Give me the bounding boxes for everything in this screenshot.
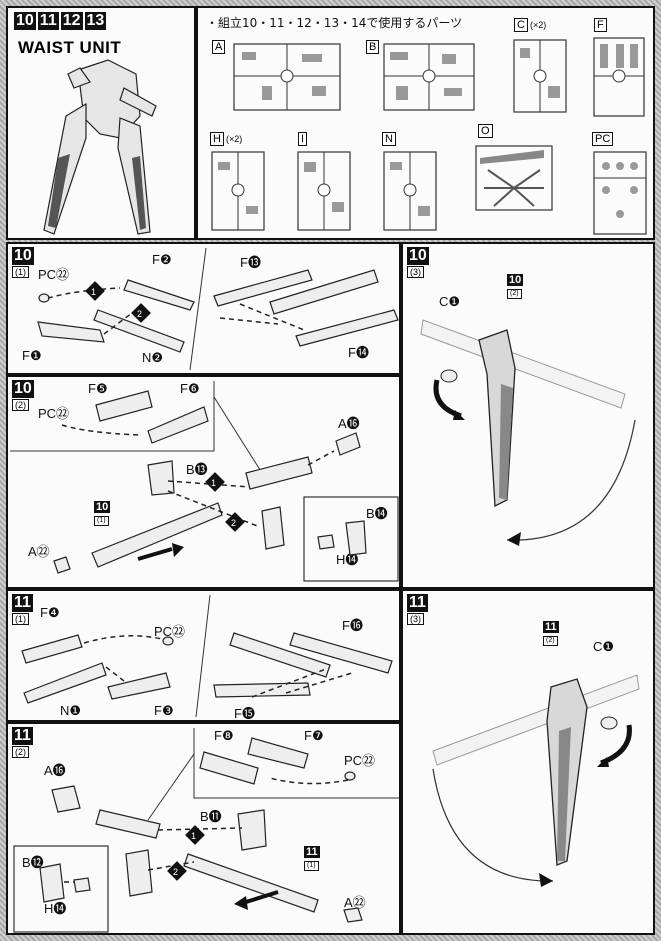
runner-label-c: C (514, 18, 528, 32)
step-10-1-panel: 10 (1) PC㉒ F❷ F⓭ F❶ N❷ F⓮ (6, 242, 401, 375)
runner-c-diagram (513, 39, 567, 113)
part-label: F❼ (304, 728, 324, 743)
part-label: B⓫ (200, 809, 222, 824)
page-title: WAIST UNIT (18, 38, 122, 57)
runner-label-b: B (366, 40, 380, 54)
part-label: H⓮ (44, 901, 67, 916)
part-label: A㉒ (28, 544, 50, 559)
ref-step-number: 11 (543, 621, 559, 633)
runner-b-diagram (383, 43, 475, 111)
step-11-2-panel: 11 (2) F❽ F❼ A⓰ PC㉒ B⓫ B⓬ H⓮ A㉒ 11 (1) (6, 722, 401, 935)
part-label: F❶ (22, 348, 42, 363)
substep-label: (3) (407, 266, 424, 278)
step-number-group: 10 11 12 13 (14, 12, 107, 30)
arrow-step-1: 1 (191, 831, 196, 841)
step-10-2-diagram: 1 2 (10, 381, 399, 582)
part-label: H⓮ (336, 552, 359, 567)
part-label: F⓭ (240, 255, 261, 270)
step-number-13: 13 (84, 12, 107, 30)
part-label: C❶ (593, 639, 615, 654)
arrow-step-1: 1 (91, 287, 96, 297)
step-10-3-diagram (420, 319, 636, 546)
step-number: 11 (12, 594, 33, 612)
substep-label: (2) (12, 746, 29, 758)
runner-mult-c: (×2) (530, 20, 547, 30)
parts-list-panel: ・組立10・11・12・13・14で使用するパーツ A B C (×2) (196, 6, 655, 240)
part-label: A⓰ (338, 416, 360, 431)
runner-label-n: N (382, 132, 396, 146)
ref-substep-label: (1) (304, 861, 319, 871)
ref-substep-label: (2) (507, 289, 522, 299)
part-label: F⓯ (234, 706, 255, 721)
ref-step-number: 11 (304, 846, 320, 858)
waist-unit-illustration (43, 59, 157, 235)
substep-label: (1) (12, 613, 29, 625)
arrow-step-2: 2 (137, 309, 142, 319)
runner-i-diagram (297, 151, 351, 231)
part-label: F❺ (88, 381, 108, 396)
arrow-step-2: 2 (231, 518, 236, 528)
part-label: PC㉒ (38, 406, 70, 421)
arrow-step-1: 1 (211, 478, 216, 488)
step-number: 10 (12, 247, 34, 265)
step-11-1-panel: 11 (1) F❹ PC㉒ F⓰ N❶ F❸ F⓯ (6, 589, 401, 722)
part-label: F❽ (214, 728, 234, 743)
runner-n-diagram (383, 151, 437, 231)
part-label: PC㉒ (38, 267, 70, 282)
step-11-1-diagram (21, 594, 393, 718)
part-label: A⓰ (44, 763, 66, 778)
part-label: B⓬ (22, 855, 44, 870)
runner-label-o: O (478, 124, 493, 138)
runner-f-diagram (593, 37, 645, 117)
part-label: N❷ (142, 350, 164, 365)
step-10-1-diagram: 1 2 (37, 247, 399, 371)
step-10-3-panel: 10 (3) C❶ 10 (2) (401, 242, 655, 589)
step-number-11: 11 (37, 12, 59, 30)
runner-label-f: F (594, 18, 607, 32)
waist-unit-panel: 10 11 12 13 WAIST UNIT (6, 6, 196, 240)
parts-header: ・組立10・11・12・13・14で使用するパーツ (206, 16, 463, 30)
substep-label: (2) (12, 399, 29, 411)
part-label: N❶ (60, 703, 82, 718)
runner-label-a: A (212, 40, 226, 54)
ref-substep-label: (2) (543, 636, 558, 646)
step-number: 10 (407, 247, 429, 265)
step-11-2-diagram: 1 2 (13, 728, 399, 933)
runner-mult-h: (×2) (226, 134, 243, 144)
runner-o-diagram (475, 145, 553, 211)
substep-label: (1) (12, 266, 29, 278)
ref-substep-label: (1) (94, 516, 109, 526)
runner-h-diagram (211, 151, 265, 231)
substep-label: (3) (407, 613, 424, 625)
part-label: A㉒ (344, 895, 366, 910)
part-label: F❹ (40, 605, 60, 620)
runner-label-h: H (210, 132, 224, 146)
part-label: B⓮ (366, 506, 388, 521)
part-label: C❶ (439, 294, 461, 309)
runner-pc-diagram (593, 151, 647, 235)
step-10-2-panel: 10 (2) F❺ F❻ PC㉒ A⓰ B⓭ B⓮ A㉒ H⓮ 10 (1) (6, 375, 401, 589)
ref-step-number: 10 (94, 501, 111, 513)
arrow-step-2: 2 (173, 867, 178, 877)
step-11-3-diagram (432, 674, 640, 887)
part-label: PC㉒ (344, 753, 376, 768)
step-number: 10 (12, 380, 34, 398)
part-label: B⓭ (186, 462, 208, 477)
step-number: 11 (407, 594, 428, 612)
step-11-3-panel: 11 (3) C❶ 11 (2) (401, 589, 655, 935)
runner-label-i: I (298, 132, 308, 146)
part-label: F❸ (154, 703, 174, 718)
step-number: 11 (12, 727, 33, 745)
ref-step-number: 10 (507, 274, 524, 286)
part-label: F⓮ (348, 345, 369, 360)
step-number-10: 10 (14, 12, 36, 30)
part-label: F⓰ (342, 618, 363, 633)
part-label: PC㉒ (154, 624, 186, 639)
runner-label-pc: PC (592, 132, 614, 146)
part-label: F❻ (180, 381, 200, 396)
step-number-12: 12 (60, 12, 83, 30)
runner-a-diagram (233, 43, 341, 111)
part-label: F❷ (152, 252, 172, 267)
